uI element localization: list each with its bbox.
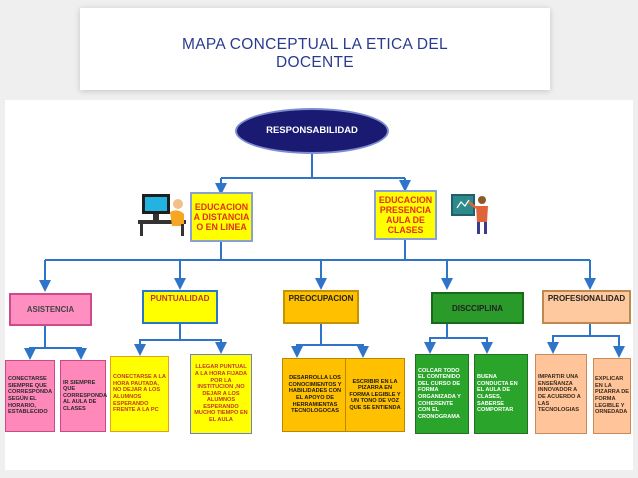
- connector-puntualidad-left: [134, 324, 181, 356]
- leaf-profesionalidad-1: IMPARTIR UNA ENSEÑANZA INNOVADOR A DE AC…: [535, 354, 587, 434]
- level2-preocupacion: PREOCUPACION: [283, 290, 359, 324]
- connector-preocupacion-right: [321, 344, 369, 358]
- title-panel: MAPA CONCEPTUAL LA ETICA DEL DOCENTE: [80, 8, 550, 90]
- level2-discciplina: DISCCIPLINA: [431, 292, 524, 324]
- level2-profesionalidad: PROFESIONALIDAD: [542, 290, 631, 324]
- level2-puntualidad: PUNTUALIDAD: [142, 290, 218, 324]
- title-line-2: DOCENTE: [276, 54, 354, 71]
- leaf-asistencia-2: IR SIEMPRE QUE CORRESPONDA AL AULA DE CL…: [60, 360, 107, 432]
- leaf-asistencia-1: CONECTARSE SIEMPRE QUE CORRESPONDA SEGÚN…: [5, 360, 55, 432]
- connector-asistencia-right: [45, 347, 87, 360]
- leaf-discciplina-2: BUENA CONDUCTA EN EL AULA DE CLASES, SAB…: [474, 354, 528, 434]
- leaf-puntualidad-2: LLEGAR PUNTUAL A LA HORA FIJADA POR LA I…: [190, 354, 252, 434]
- connector-discciplina-right: [447, 337, 493, 354]
- connector-asistencia-left: [24, 326, 46, 360]
- computer-user-icon: [136, 190, 188, 238]
- leaf-preocupacion-1: DESARROLLA LOS CONOCIMIENTOS Y HABILIDAD…: [282, 358, 348, 432]
- leaf-puntualidad-1: CONECTARSE A LA HORA PAUTADA, NO DEJAR A…: [110, 356, 169, 432]
- teacher-classroom-icon: [449, 190, 493, 236]
- title-line-1: MAPA CONCEPTUAL LA ETICA DEL: [182, 36, 448, 53]
- connector-preocupacion-left: [291, 324, 322, 358]
- connector-profesionalidad-left: [547, 324, 591, 354]
- level1-presencia: EDUCACION PRESENCIA AULA DE CLASES: [374, 190, 437, 240]
- leaf-profesionalidad-2: EXPLICAR EN LA PIZARRA DE FORMA LEGIBLE …: [593, 358, 631, 434]
- connectors: [24, 150, 625, 360]
- leaf-preocupacion-2: ESCRIBIR EN LA PIZARRA EN FORMA LEGIBLE …: [345, 358, 405, 432]
- leaf-discciplina-1: COLCAR TODO EL CONTENIDO DEL CURSO DE FO…: [415, 354, 469, 434]
- level1-distancia: EDUCACION A DISTANCIA O EN LINEA: [190, 192, 253, 242]
- root-node: RESPONSABILIDAD: [237, 110, 387, 152]
- level2-asistencia: ASISTENCIA: [9, 293, 92, 326]
- diagram-canvas: RESPONSABILIDAD EDUCACION A DISTANCIA O …: [5, 100, 633, 470]
- connector-profesionalidad-right: [590, 335, 625, 358]
- connector-puntualidad-right: [180, 339, 227, 354]
- connector-discciplina-left: [424, 324, 448, 354]
